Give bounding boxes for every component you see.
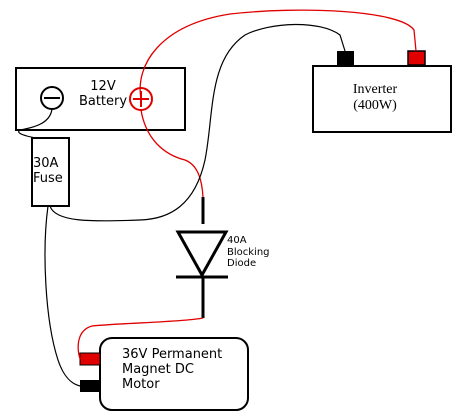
fuse-to-inverter-negative-wire — [49, 23, 346, 222]
battery-label: 12V Battery — [78, 79, 128, 110]
inverter-positive-terminal — [407, 50, 426, 66]
diode-type-text: Blocking — [227, 246, 270, 258]
diode-label: 40A Blocking Diode — [227, 235, 270, 270]
battery-to-fuse-wire — [18, 108, 53, 139]
positive-wires — [77, 9, 417, 360]
fuse-rating-text: 30A — [33, 156, 59, 171]
fuse-label: 30A Fuse — [33, 156, 63, 187]
negative-wires — [18, 23, 346, 387]
diode-name-text: Diode — [227, 258, 257, 269]
inverter-negative-terminal — [337, 51, 354, 65]
diode-symbol — [175, 197, 229, 318]
fuse-to-motor-negative-wire — [44, 205, 81, 387]
motor-positive-terminal — [79, 352, 101, 366]
motor-name-text: Motor — [122, 376, 160, 392]
diode-rating-text: 40A — [227, 235, 247, 246]
inverter-label: Inverter (400W) — [349, 82, 401, 114]
battery-to-diode-wire — [140, 109, 204, 198]
motor-voltage-text: 36V Permanent — [122, 347, 223, 362]
inverter-box — [312, 65, 452, 133]
battery-negative-terminal — [40, 86, 64, 110]
inverter-power-text: (400W) — [353, 98, 397, 114]
diode-to-motor-positive-wire — [77, 317, 204, 360]
motor-box — [99, 337, 249, 411]
battery-voltage-text: 12V — [90, 79, 116, 94]
motor-type-text: Magnet DC — [122, 361, 194, 377]
inverter-name-text: Inverter — [352, 82, 398, 97]
battery-name-text: Battery — [78, 93, 128, 109]
fuse-name-text: Fuse — [33, 170, 63, 186]
motor-label: 36V Permanent Magnet DC Motor — [122, 347, 223, 393]
battery-to-inverter-positive-wire — [139, 9, 417, 100]
motor-negative-terminal — [80, 380, 100, 392]
